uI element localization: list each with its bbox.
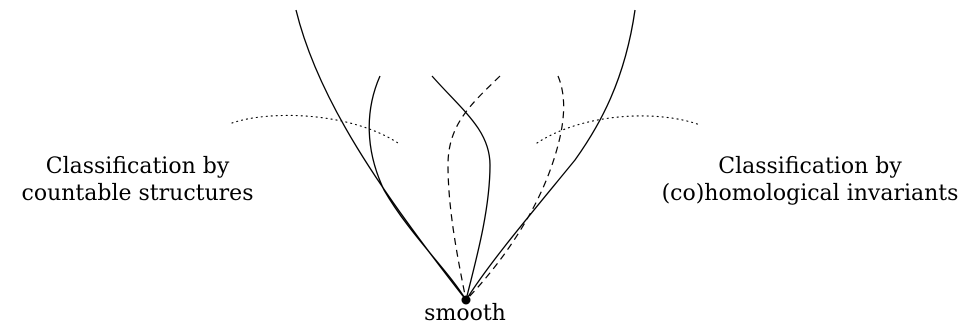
label-smooth: smooth — [424, 301, 506, 326]
label-left-line1: Classification by — [45, 154, 230, 179]
label-left-line2: countable structures — [21, 181, 254, 206]
label-right-line2: (co)homological invariants — [661, 181, 959, 206]
middle-dashed-curve — [447, 75, 501, 301]
outer-right-curve — [465, 9, 636, 301]
inner-left-curve — [368, 75, 467, 301]
right-dashed-curve — [465, 75, 565, 301]
outer-left-curve — [295, 9, 467, 301]
right-dotted-arc — [536, 115, 701, 144]
smooth-point — [461, 295, 471, 305]
label-cohomological-invariants: Classification by (co)homological invari… — [660, 153, 960, 207]
label-right-line1: Classification by — [718, 154, 902, 179]
middle-solid-curve — [431, 75, 491, 301]
label-countable-structures: Classification by countable structures — [10, 153, 265, 207]
left-dotted-arc — [231, 114, 399, 144]
